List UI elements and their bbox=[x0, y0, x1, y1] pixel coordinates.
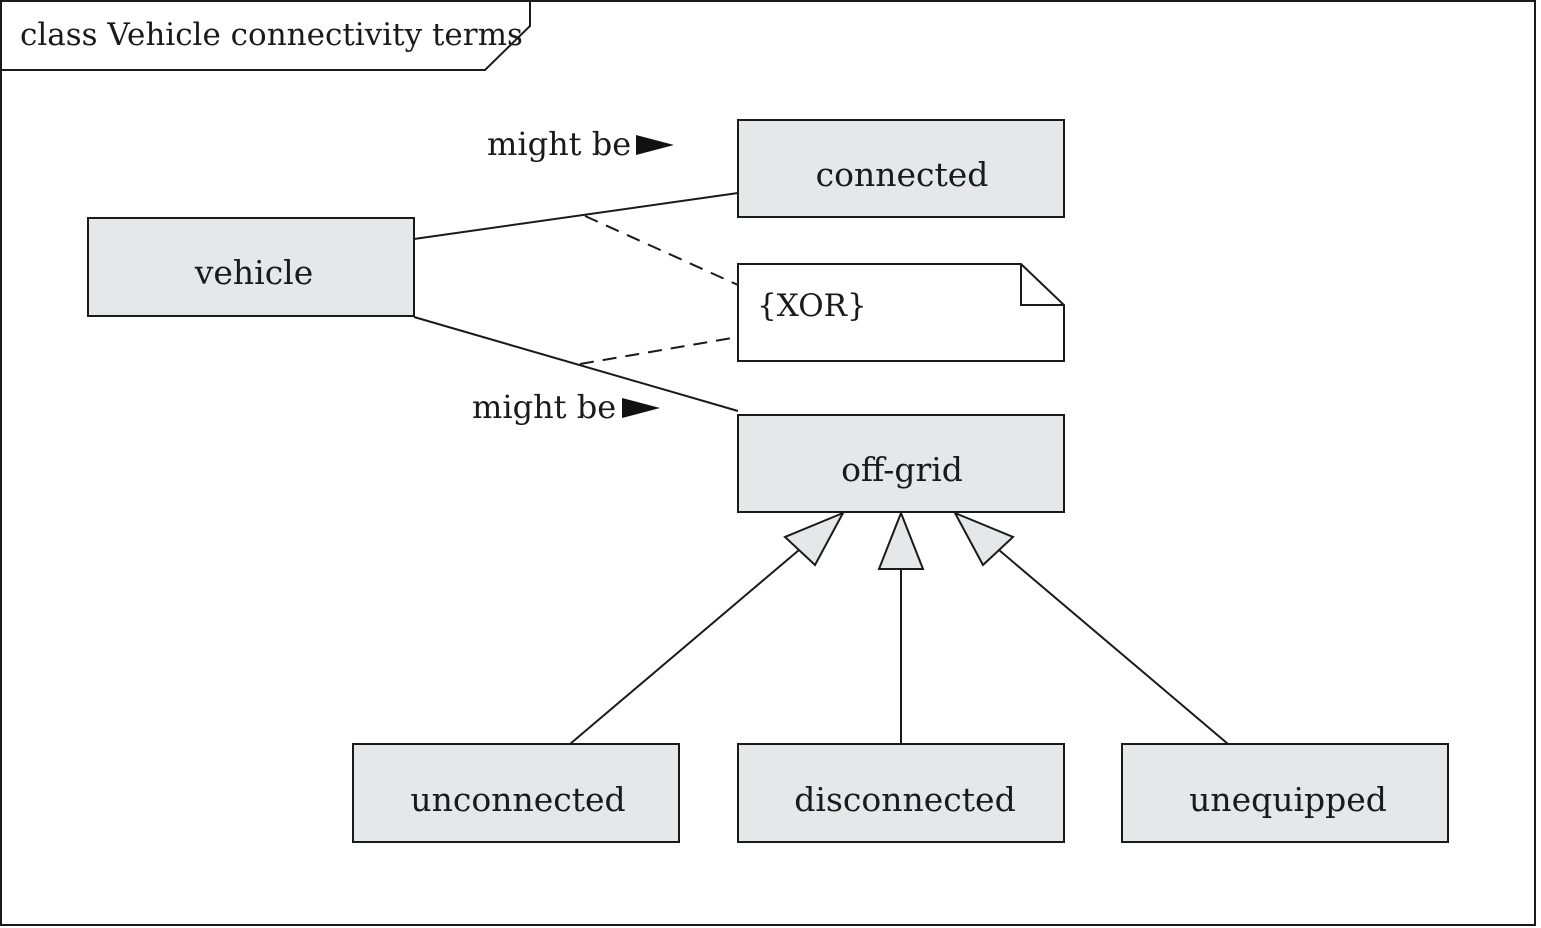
class-vehicle[interactable]: vehicle bbox=[87, 217, 415, 317]
class-unconnected[interactable]: unconnected bbox=[352, 743, 680, 843]
note-box bbox=[737, 263, 1065, 362]
class-label-unconnected: unconnected bbox=[410, 780, 625, 819]
class-box bbox=[87, 217, 415, 317]
class-box bbox=[1121, 743, 1449, 843]
class-label-disconnected: disconnected bbox=[794, 780, 1015, 819]
xor-dashed-line-upper bbox=[584, 215, 739, 286]
class-label-unequipped: unequipped bbox=[1189, 780, 1387, 819]
generalization-arrowhead-icon bbox=[952, 511, 1015, 567]
frame-tab bbox=[1, 1, 531, 71]
class-box bbox=[737, 119, 1065, 218]
association-line-connected bbox=[413, 192, 739, 240]
association-line-off-grid bbox=[413, 316, 739, 412]
class-box bbox=[352, 743, 680, 843]
generalization-arrowhead-icon bbox=[877, 510, 925, 570]
note-folded-corner-icon bbox=[1020, 264, 1064, 306]
generalization-line-unequipped bbox=[998, 549, 1229, 745]
class-label-off-grid: off-grid bbox=[841, 450, 963, 489]
xor-dashed-line-lower bbox=[579, 336, 739, 365]
generalization-line-unconnected bbox=[569, 549, 800, 745]
class-label-vehicle: vehicle bbox=[194, 253, 314, 292]
class-disconnected[interactable]: disconnected bbox=[737, 743, 1065, 843]
class-connected[interactable]: connected bbox=[737, 119, 1065, 218]
direction-triangle-icon bbox=[636, 135, 674, 155]
association-label-lower: might be bbox=[472, 388, 616, 426]
class-off-grid[interactable]: off-grid bbox=[737, 414, 1065, 513]
class-label-connected: connected bbox=[816, 155, 989, 194]
association-label-upper: might be bbox=[487, 125, 631, 163]
class-box bbox=[737, 743, 1065, 843]
class-box bbox=[737, 414, 1065, 513]
generalization-arrowhead-icon bbox=[783, 511, 846, 567]
class-unequipped[interactable]: unequipped bbox=[1121, 743, 1449, 843]
direction-triangle-icon bbox=[622, 398, 660, 418]
note-text: {XOR} bbox=[757, 288, 867, 324]
constraint-note[interactable]: {XOR} bbox=[737, 263, 1065, 362]
frame-title: class Vehicle connectivity terms bbox=[20, 17, 523, 53]
